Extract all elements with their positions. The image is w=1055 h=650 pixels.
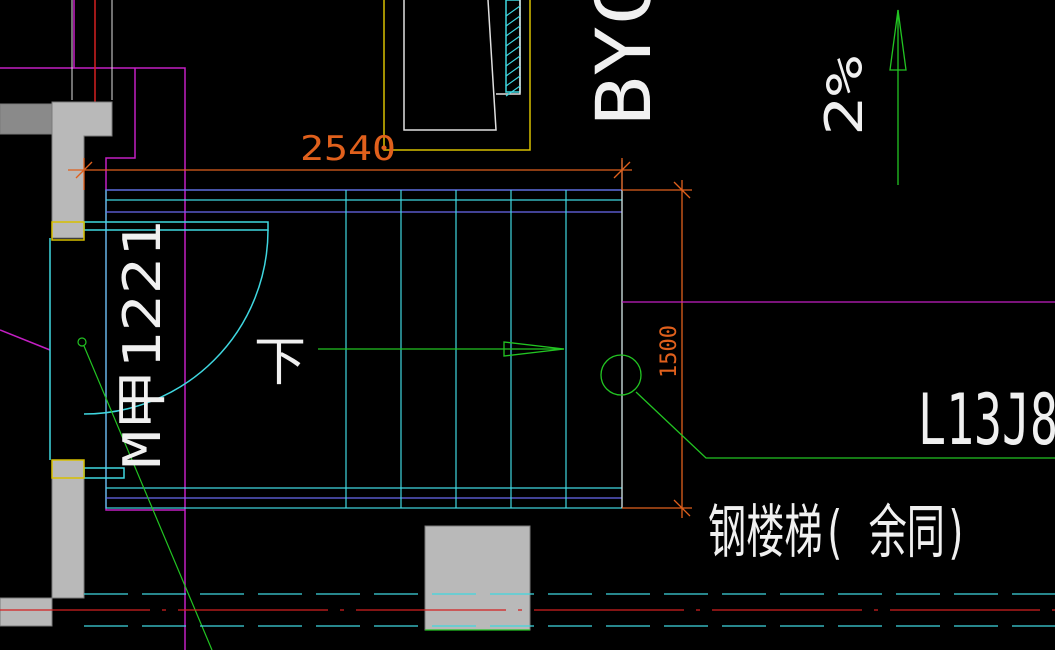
door-leaf-top [83, 221, 269, 231]
dim-width-tick-left [75, 161, 93, 179]
hatch-line [505, 65, 521, 77]
magenta-wall-outline [0, 67, 186, 650]
door-arc [83, 229, 269, 415]
stair-direction-arrow [318, 341, 565, 357]
door-leader [77, 337, 213, 650]
hatch-line [505, 25, 521, 37]
dim-height-tick-bottom [673, 499, 691, 517]
dim-height-text: 1500 [657, 325, 682, 378]
stair-direction-text: 下 [254, 333, 306, 393]
white-frame-inner [403, 0, 497, 131]
dim-height-tick-top [673, 181, 691, 199]
white-frame-right [496, 0, 521, 95]
concrete-columns [0, 101, 531, 631]
right-area-lines [600, 9, 1055, 459]
magenta-stair-border [105, 68, 185, 511]
yellow-frame-outer [383, 0, 531, 151]
magenta-diagonal [0, 329, 51, 351]
dimension-lines [68, 158, 692, 518]
stair-note-text: 钢楼梯( 余同) [708, 498, 968, 566]
dim-width-text: 2540 [300, 129, 396, 169]
door-swing [51, 221, 269, 479]
slope-text: 2% [815, 56, 875, 136]
bottom-axis-lines [0, 593, 1055, 631]
lower-column [0, 459, 85, 627]
hatch-line [505, 75, 521, 87]
hatch-lines [505, 5, 521, 97]
door-tag-text: M甲1221 [113, 220, 173, 468]
leader-line [635, 391, 1055, 459]
door-leaf-bottom [83, 467, 125, 479]
top-label-text: BYC [579, 0, 668, 126]
direction-arrow-head [503, 341, 565, 357]
cad-labels: 2540 1500 M甲1221 下 2% BYC L13J8 钢楼梯( 余同) [113, 0, 1055, 566]
hatch-line [505, 15, 521, 27]
hatch-line [505, 85, 521, 97]
stair-edge-lines [106, 189, 622, 499]
beam-label-text: L13J8 [918, 379, 1055, 461]
hatch-line [505, 5, 521, 17]
stair-plan [105, 160, 623, 509]
gray-beam-stub [0, 103, 53, 135]
left-wall-outlines [0, 0, 186, 650]
slope-arrow-head [889, 9, 907, 71]
column-marker-circle [600, 354, 642, 396]
leader-diagonal [83, 345, 213, 650]
leader-dot [77, 337, 87, 347]
door-jamb-lower [51, 459, 85, 479]
bottom-column-block [424, 525, 531, 631]
hatch-line [505, 35, 521, 47]
hatch-line [505, 55, 521, 67]
door-jamb-upper [51, 221, 85, 241]
dim-width-tick-right [613, 161, 631, 179]
hatch-line [505, 45, 521, 57]
